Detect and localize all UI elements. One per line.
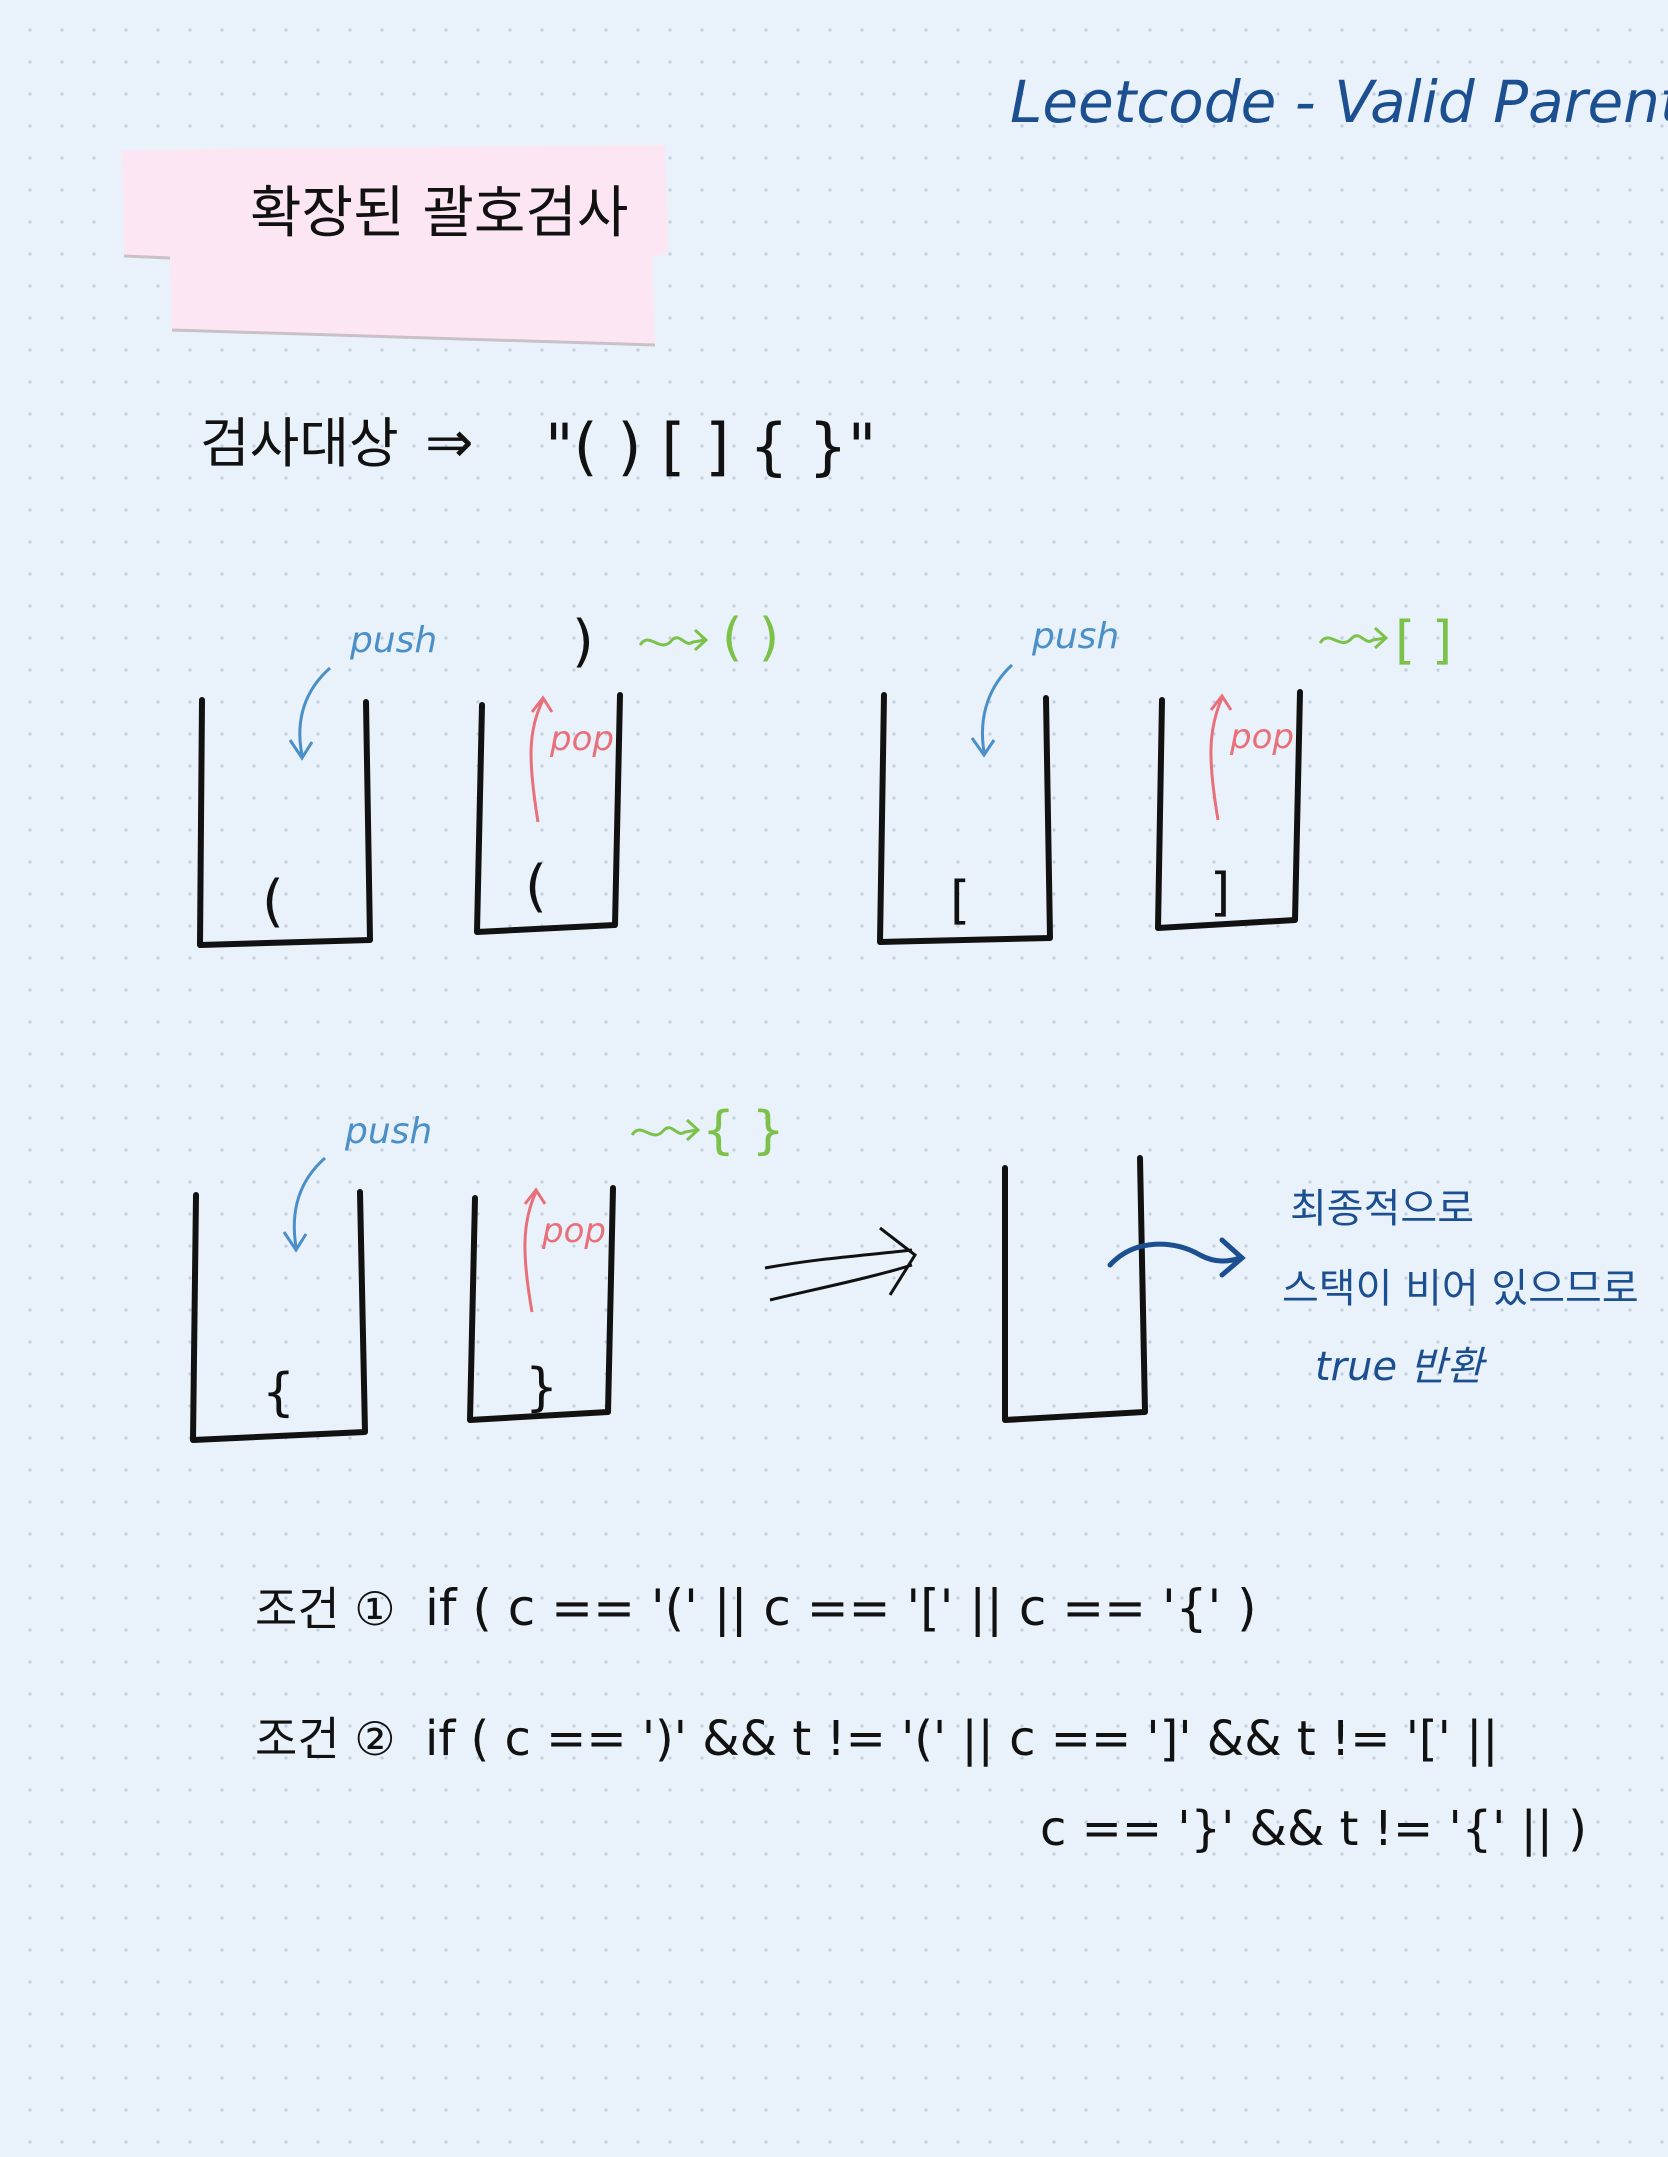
conclusion-line1: 최종적으로 <box>1290 1186 1474 1232</box>
target-label: 검사대상 <box>200 412 399 475</box>
push-arrow-3 <box>292 1156 326 1248</box>
push-arrow-1 <box>298 666 331 756</box>
stack-2-result: ( ) <box>722 608 779 668</box>
conclusion-arrow <box>1107 1241 1243 1268</box>
push-label-2: push <box>1031 616 1119 657</box>
push-arrow-2 <box>980 663 1014 753</box>
page-title: Leetcode - Valid Parentheses <box>1010 68 1668 136</box>
target-value: "( ) [ ] { }" <box>545 410 876 483</box>
stack-2-incoming: ) <box>572 609 594 674</box>
title-sticker: 확장된 괄호검사 <box>122 145 668 347</box>
push-label-3: push <box>344 1111 432 1152</box>
squiggle-arrow-3 <box>630 1126 698 1137</box>
stack-2-item: ( <box>525 854 547 919</box>
stack-6-item: } <box>525 1358 558 1418</box>
conclusion-line3: true 반환 <box>1315 1344 1488 1390</box>
condition-1-label: 조건 ① <box>255 1582 396 1636</box>
stack-5: push { <box>190 1111 432 1443</box>
stack-3-item: [ <box>950 871 970 931</box>
conclusion-line2: 스택이 비어 있으므로 <box>1282 1266 1639 1312</box>
stack-2: ) pop ( ( ) <box>474 608 779 935</box>
condition-1-code: if ( c == '(' || c == '[' || c == '{' ) <box>425 1579 1257 1637</box>
condition-2-label: 조건 ② <box>255 1712 396 1766</box>
stack-3: push [ <box>877 616 1119 945</box>
condition-2-code-line2: c == '}' && t != '{' || ) <box>1040 1801 1587 1857</box>
transition-arrow <box>764 1226 917 1302</box>
condition-1: 조건 ① if ( c == '(' || c == '[' || c == '… <box>255 1579 1257 1637</box>
stack-5-item: { <box>262 1363 295 1423</box>
pop-arrow-2 <box>1209 697 1224 821</box>
pop-label-3: pop <box>541 1211 606 1251</box>
squiggle-arrow-2 <box>1318 634 1386 645</box>
pop-arrow-1 <box>529 699 545 823</box>
squiggle-arrow-1 <box>638 636 706 647</box>
pop-arrow-3 <box>523 1191 538 1313</box>
condition-2-code-line1: if ( c == ')' && t != '(' || c == ']' &&… <box>425 1711 1498 1767</box>
target-arrow: ⇒ <box>425 408 474 476</box>
pop-label-2: pop <box>1229 717 1294 757</box>
stack-1: push ( <box>197 620 437 948</box>
empty-stack <box>1002 1155 1246 1423</box>
stack-4-item: ] <box>1210 863 1230 923</box>
stack-4-result: [ ] <box>1395 611 1452 671</box>
condition-2: 조건 ② if ( c == ')' && t != '(' || c == '… <box>255 1711 1587 1857</box>
pop-label-1: pop <box>549 719 614 759</box>
stack-6-result: { } <box>702 1101 785 1161</box>
stack-4: pop ] [ ] <box>1155 611 1452 931</box>
target-line: 검사대상 ⇒ "( ) [ ] { }" <box>200 408 876 483</box>
stack-6: pop } { } <box>467 1101 785 1423</box>
sticker-text: 확장된 괄호검사 <box>250 181 628 246</box>
conclusion-note: 최종적으로 스택이 비어 있으므로 true 반환 <box>1282 1186 1639 1390</box>
stack-1-item: ( <box>262 869 284 934</box>
push-label-1: push <box>349 620 437 661</box>
header-title-group: Leetcode - Valid Parentheses <box>1010 68 1668 136</box>
